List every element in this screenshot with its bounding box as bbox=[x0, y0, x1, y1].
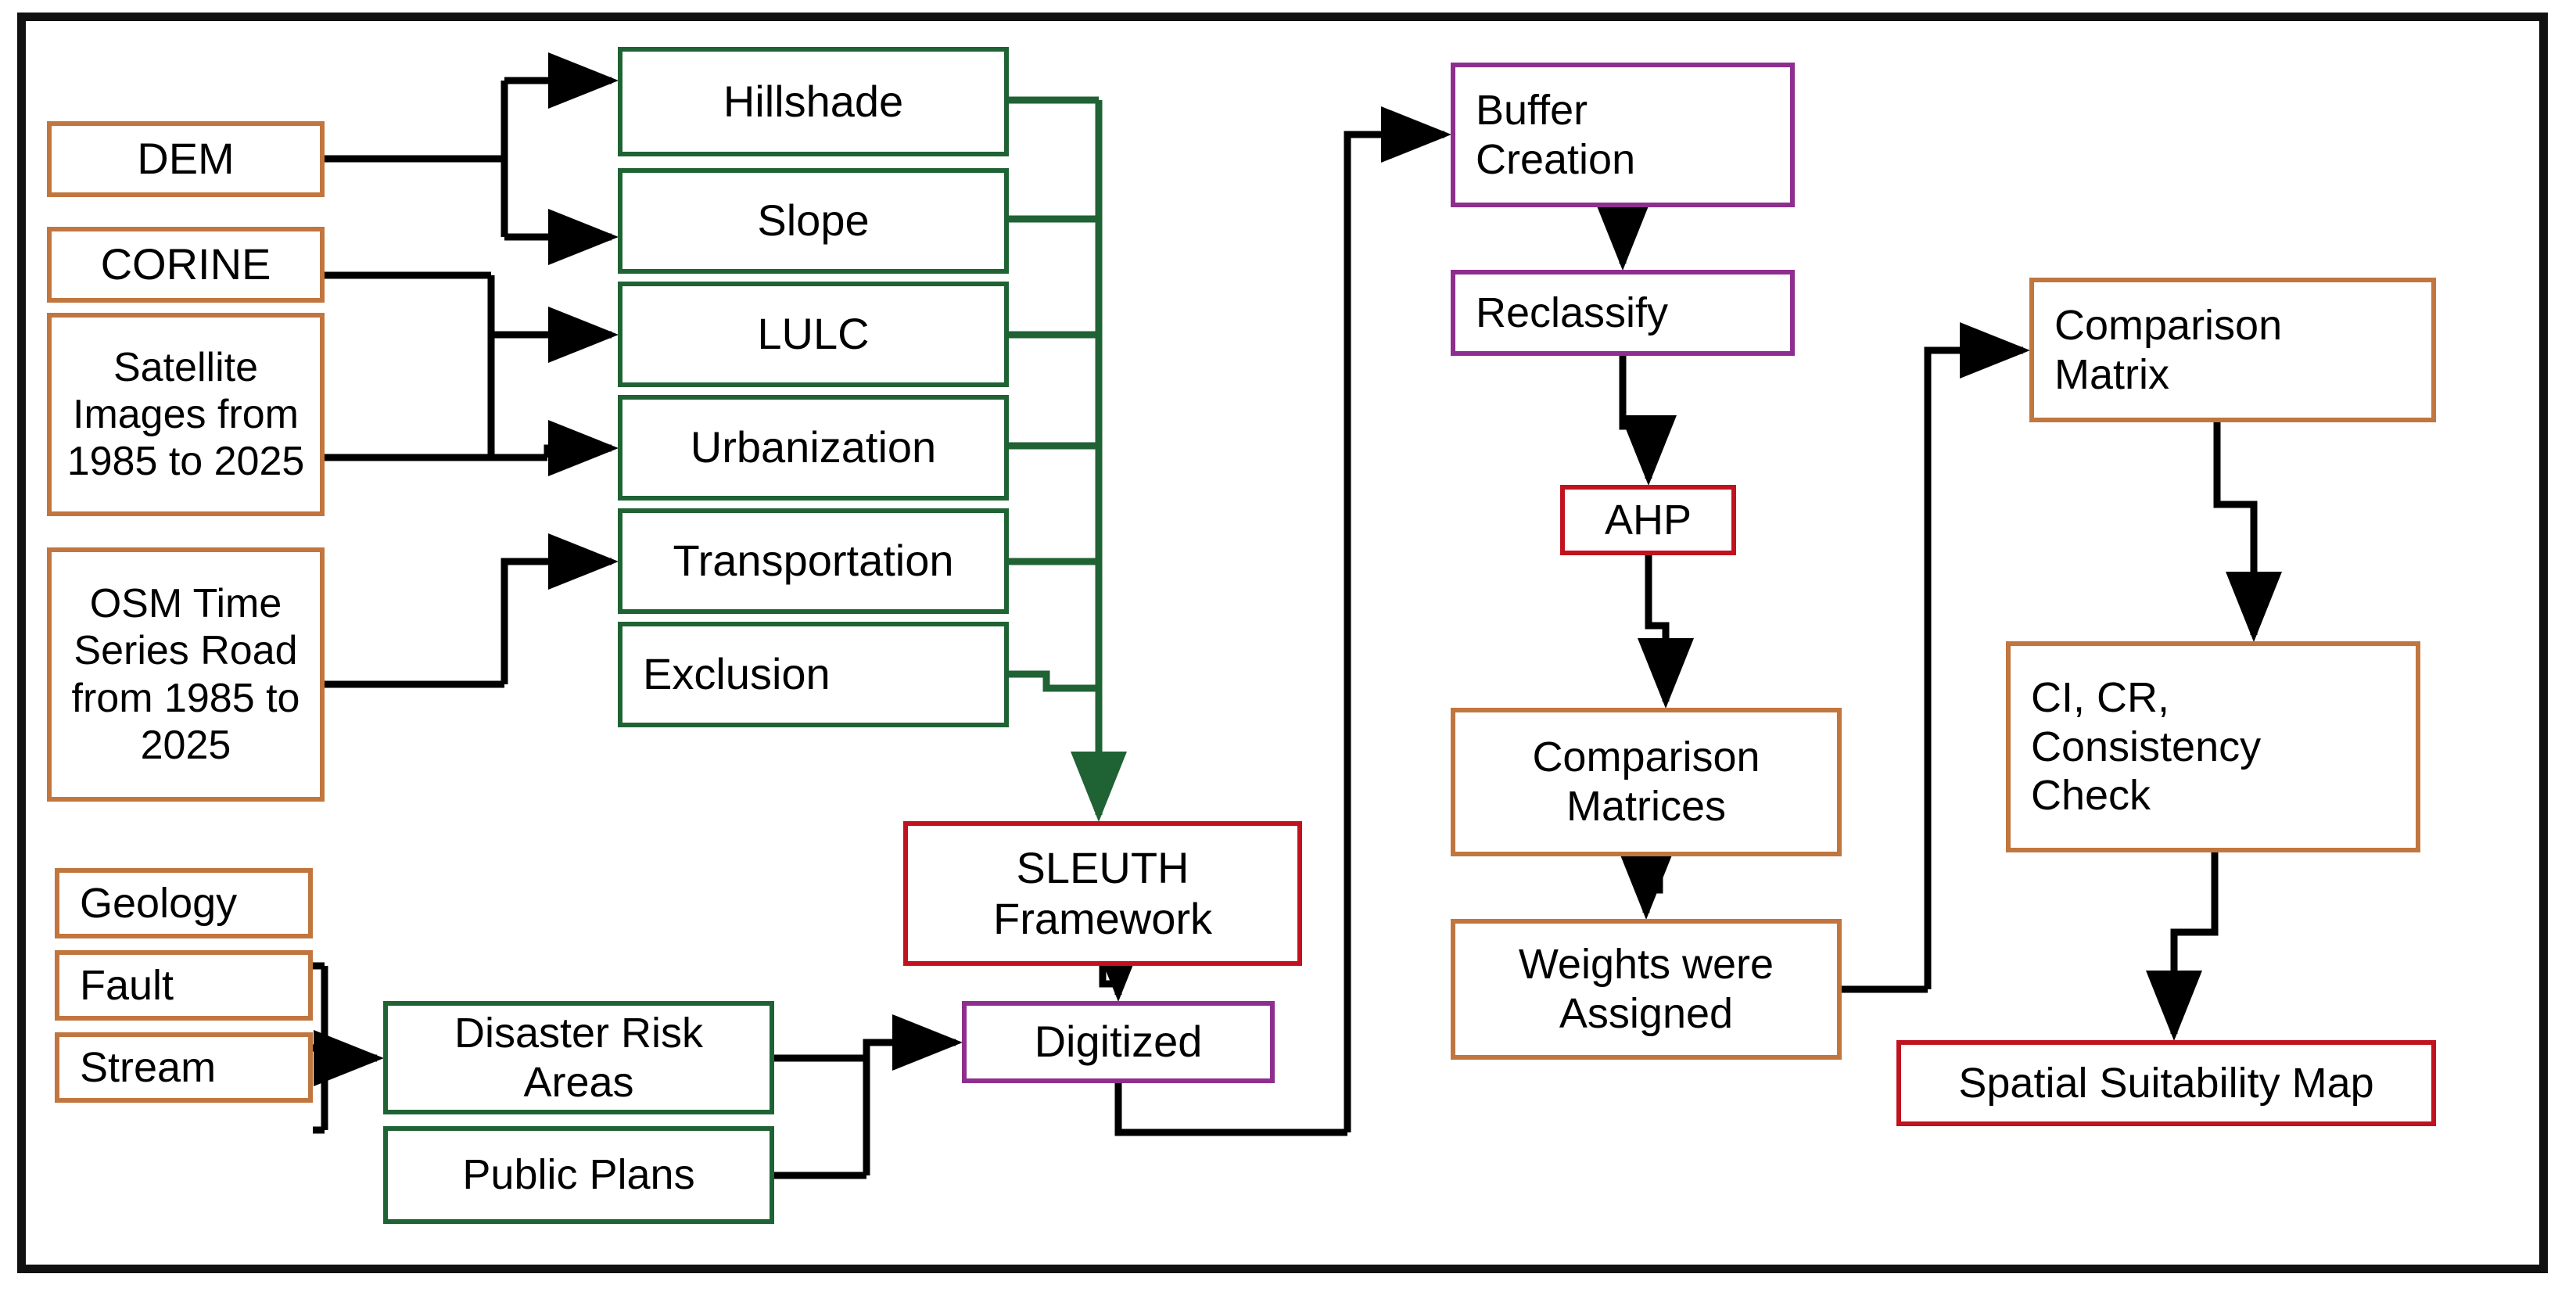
node-dem[interactable]: DEM bbox=[47, 121, 325, 197]
node-transportation[interactable]: Transportation bbox=[618, 508, 1009, 614]
node-ci-cr-consistency-check[interactable]: CI, CR, Consistency Check bbox=[2006, 641, 2420, 852]
node-digitized[interactable]: Digitized bbox=[962, 1001, 1275, 1083]
node-lulc[interactable]: LULC bbox=[618, 282, 1009, 387]
node-slope[interactable]: Slope bbox=[618, 168, 1009, 274]
node-disaster-risk-areas[interactable]: Disaster Risk Areas bbox=[383, 1001, 774, 1114]
node-osm-time-series-road[interactable]: OSM Time Series Road from 1985 to 2025 bbox=[47, 547, 325, 802]
node-spatial-suitability-map[interactable]: Spatial Suitability Map bbox=[1896, 1040, 2436, 1126]
node-urbanization[interactable]: Urbanization bbox=[618, 395, 1009, 501]
node-stream[interactable]: Stream bbox=[55, 1032, 313, 1103]
node-ahp[interactable]: AHP bbox=[1560, 485, 1736, 555]
node-public-plans[interactable]: Public Plans bbox=[383, 1126, 774, 1224]
node-buffer-creation[interactable]: Buffer Creation bbox=[1451, 63, 1795, 207]
node-satellite-images[interactable]: Satellite Images from 1985 to 2025 bbox=[47, 313, 325, 516]
node-comparison-matrix[interactable]: Comparison Matrix bbox=[2029, 278, 2436, 422]
node-exclusion[interactable]: Exclusion bbox=[618, 622, 1009, 727]
node-fault[interactable]: Fault bbox=[55, 950, 313, 1021]
node-comparison-matrices[interactable]: Comparison Matrices bbox=[1451, 708, 1842, 856]
node-hillshade[interactable]: Hillshade bbox=[618, 47, 1009, 156]
node-geology[interactable]: Geology bbox=[55, 868, 313, 938]
node-corine[interactable]: CORINE bbox=[47, 227, 325, 303]
node-reclassify[interactable]: Reclassify bbox=[1451, 270, 1795, 356]
node-sleuth-framework[interactable]: SLEUTH Framework bbox=[903, 821, 1302, 966]
node-weights-were-assigned[interactable]: Weights were Assigned bbox=[1451, 919, 1842, 1060]
